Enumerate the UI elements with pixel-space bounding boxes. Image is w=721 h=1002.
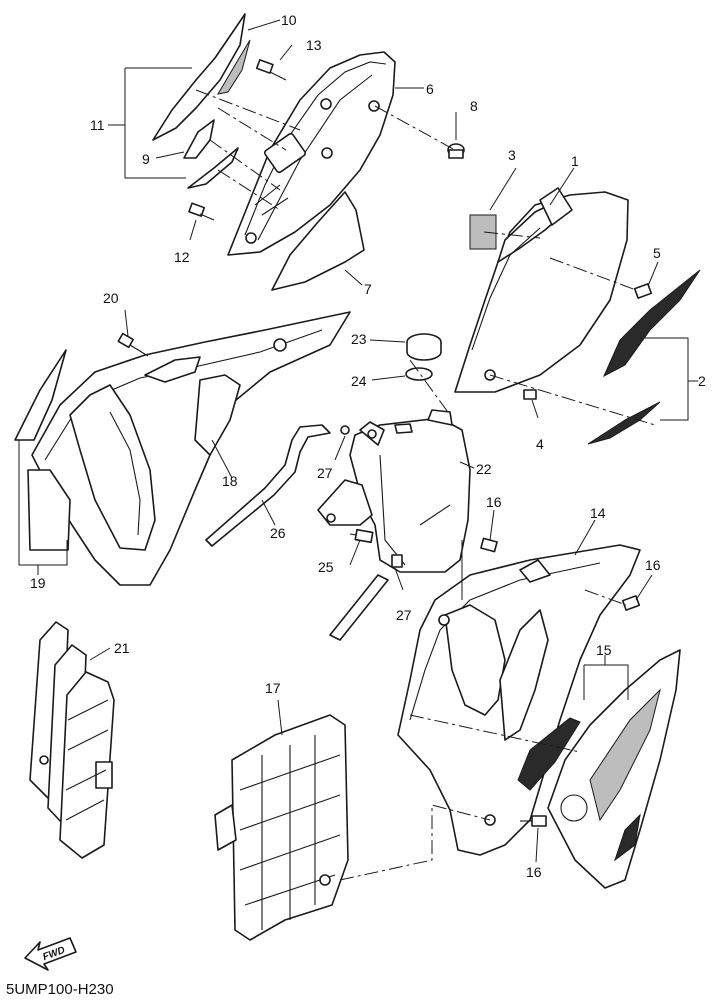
callout-5: 5 [653, 245, 661, 261]
radiator-guard-21 [29, 621, 115, 859]
callout-27-top: 27 [317, 465, 333, 481]
callout-6: 6 [426, 81, 434, 97]
side-cover-decals-11 [152, 13, 251, 189]
bolt-4 [523, 389, 537, 400]
callout-17: 17 [265, 680, 281, 696]
callout-numbers: 1 2 3 4 5 6 7 8 9 10 11 12 13 14 15 16 1… [30, 12, 706, 880]
callout-16-bottom: 16 [526, 864, 542, 880]
callout-1: 1 [571, 153, 579, 169]
side-cover-decal-2 [587, 269, 701, 445]
radiator-shroud-18 [31, 311, 351, 586]
callout-21: 21 [114, 640, 130, 656]
bolt-25 [349, 528, 374, 544]
callout-8: 8 [470, 98, 478, 114]
callout-13: 13 [306, 37, 322, 53]
side-cover-6 [227, 51, 396, 256]
tank-22 [317, 409, 471, 573]
callout-27-bottom: 27 [396, 607, 412, 623]
callout-26: 26 [270, 525, 286, 541]
callout-23: 23 [351, 331, 367, 347]
bolt-12 [188, 202, 215, 221]
callout-24: 24 [351, 373, 367, 389]
callout-9: 9 [142, 151, 150, 167]
bolt-16-top [480, 537, 498, 553]
clip-27 [340, 425, 350, 435]
bolt-16-bottom [520, 815, 547, 827]
shroud-decal-19-lower [27, 469, 71, 551]
callout-15: 15 [596, 642, 612, 658]
callout-11: 11 [90, 117, 105, 133]
side-cover-guard-7 [271, 191, 365, 291]
leader-lines [18, 19, 698, 881]
gasket-24 [405, 367, 433, 381]
bolt-16-right [621, 595, 641, 611]
callout-4: 4 [536, 436, 544, 452]
fwd-arrow-icon: FWD [24, 937, 77, 971]
bolt-5 [633, 283, 653, 299]
callout-7: 7 [364, 281, 372, 297]
hose-lower [329, 554, 403, 641]
radiator-guard-17 [214, 714, 349, 941]
callout-12: 12 [174, 249, 190, 265]
pad-3 [469, 214, 497, 250]
callout-22: 22 [476, 461, 492, 477]
radiator-shroud-14 [397, 544, 641, 856]
cap-23 [406, 333, 442, 361]
callout-10: 10 [281, 12, 297, 28]
diagram-code: 5UMP100-H230 [6, 981, 114, 998]
bolt-13 [255, 59, 287, 81]
bolt-8 [447, 143, 465, 159]
callout-14: 14 [590, 505, 606, 521]
shroud-decal-19 [14, 349, 67, 441]
callout-20: 20 [103, 290, 119, 306]
callout-19: 19 [30, 575, 46, 591]
callout-16-right: 16 [645, 557, 661, 573]
shroud-decal-15 [547, 649, 681, 889]
callout-16-top: 16 [486, 494, 502, 510]
callout-2: 2 [698, 373, 706, 389]
callout-3: 3 [508, 147, 516, 163]
callout-25: 25 [318, 559, 334, 575]
bolt-20 [117, 332, 149, 357]
callout-18: 18 [222, 473, 238, 489]
hose-26 [205, 424, 331, 547]
